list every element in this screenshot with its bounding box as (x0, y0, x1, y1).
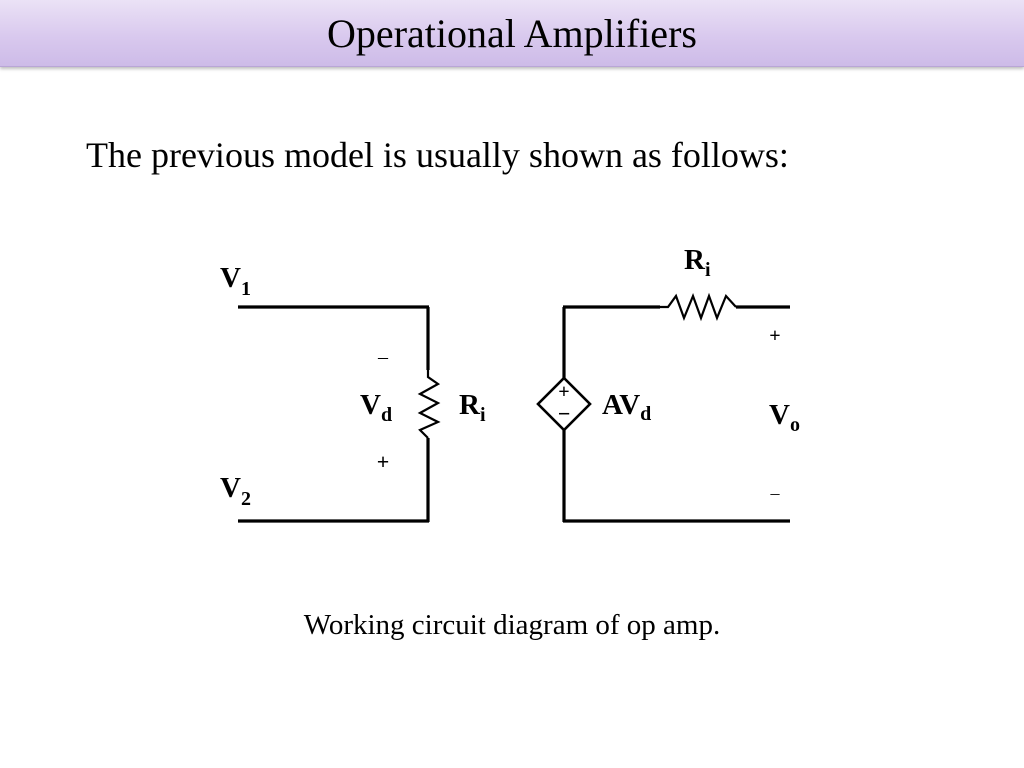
label-ri-input: Ri (459, 389, 486, 426)
label-vd-main: V (360, 389, 381, 421)
label-source-gain-main: AV (602, 389, 640, 421)
slide-title: Operational Amplifiers (327, 11, 697, 56)
label-v1-main: V (220, 262, 241, 294)
label-v1-sub: 1 (241, 278, 251, 300)
label-ri-input-main: R (459, 389, 481, 421)
label-v2-sub: 2 (241, 488, 251, 510)
label-vo: Vo (769, 399, 800, 436)
figure-caption: Working circuit diagram of op amp. (303, 609, 721, 641)
dependent-source-symbol (536, 376, 592, 432)
label-ri-output: Ri (684, 244, 711, 281)
label-v2-main: V (220, 472, 241, 504)
output-bottom-polarity: – (770, 483, 781, 503)
output-resistor-symbol (660, 292, 737, 322)
source-plus-sign: + (558, 381, 569, 403)
label-vd-sub: d (381, 404, 392, 426)
title-bar: Operational Amplifiers (0, 0, 1024, 67)
input-top-polarity: – (377, 346, 389, 368)
intro-text: The previous model is usually shown as f… (86, 135, 789, 175)
label-source-gain: AVd (602, 389, 651, 425)
output-top-polarity: + (769, 325, 780, 347)
label-ri-input-sub: i (480, 404, 486, 426)
source-minus-sign: − (558, 401, 571, 426)
label-vo-main: V (769, 399, 790, 431)
label-v1: V1 (220, 262, 251, 300)
label-vd: Vd (360, 389, 392, 426)
input-bottom-polarity: + (377, 449, 390, 474)
label-ri-output-sub: i (705, 259, 711, 281)
label-ri-output-main: R (684, 244, 706, 276)
label-source-gain-sub: d (640, 403, 651, 425)
input-resistor-symbol (417, 370, 441, 439)
label-vo-sub: o (790, 414, 800, 436)
label-v2: V2 (220, 472, 251, 510)
